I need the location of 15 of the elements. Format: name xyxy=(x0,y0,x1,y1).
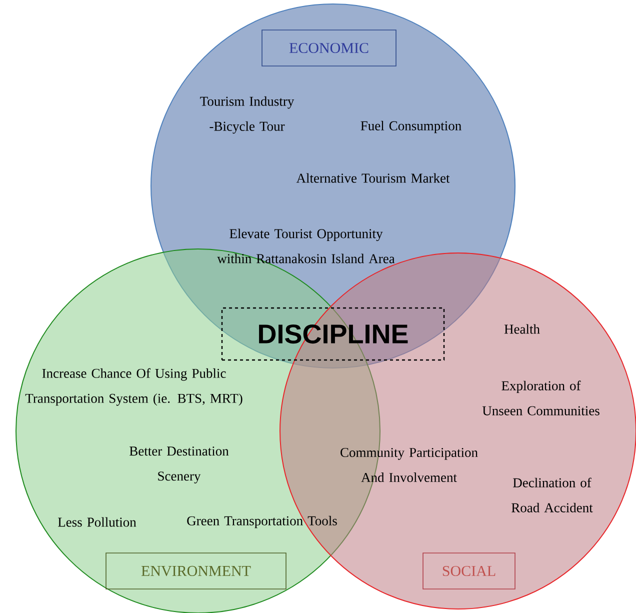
heading-box: ENVIRONMENT xyxy=(106,552,286,590)
item-text: Elevate Tourist Opportunity within Rattanakosin Island Area xyxy=(217,228,395,264)
heading-box: ECONOMIC xyxy=(262,30,396,66)
item-text: Health xyxy=(504,324,540,334)
item-text: Green Transportation Tools xyxy=(187,516,337,528)
item-text: Fuel Consumption xyxy=(360,120,462,134)
item-text: Exploration of Unseen Communities xyxy=(482,380,600,416)
item-text: Declination of Road Accident xyxy=(512,478,593,512)
item-text: Less Pollution xyxy=(58,517,136,527)
item-text: Community Participation And Involvement xyxy=(340,448,478,482)
item-text: Alternative Tourism Market xyxy=(296,173,450,183)
item-text: Better Destination Scenery xyxy=(130,446,229,484)
item-text: Tourism Industry -Bicycle Tour xyxy=(200,96,294,134)
item-text: Increase Chance Of Using Public Transportation System (ie. BTS, MRT) xyxy=(25,368,242,406)
heading-box: SOCIAL xyxy=(422,552,516,590)
